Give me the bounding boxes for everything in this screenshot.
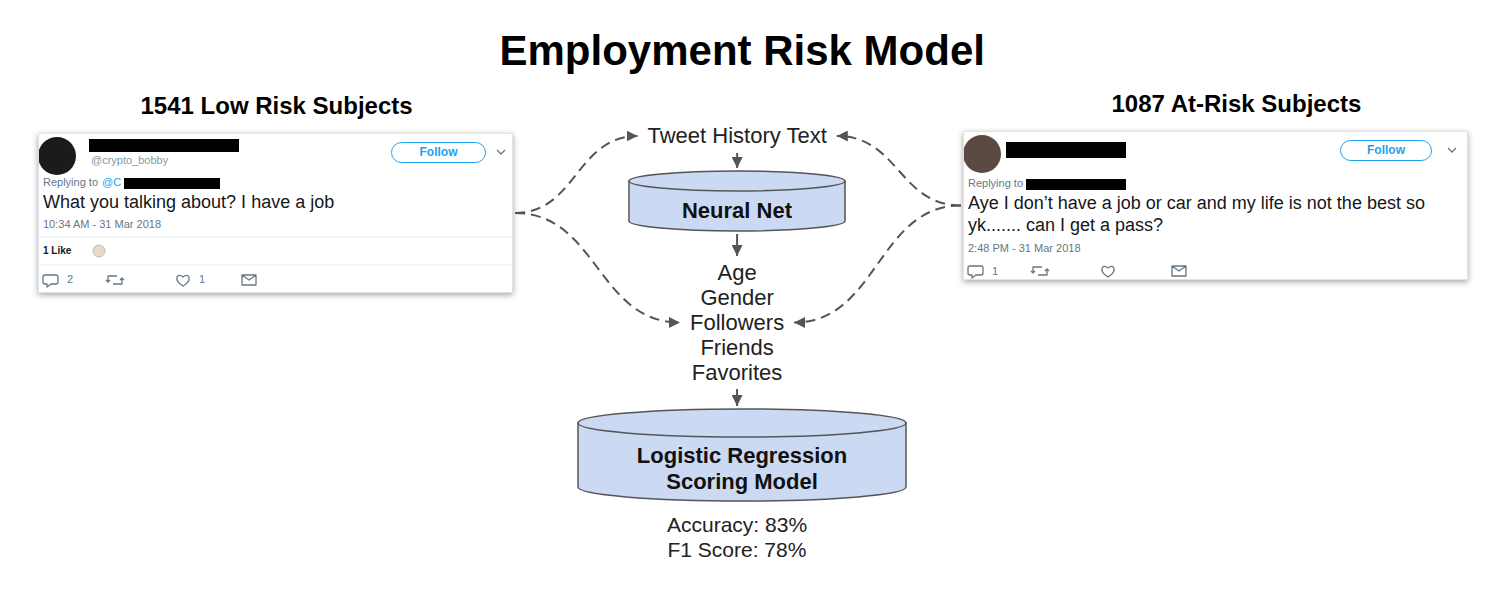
feature-name: Favorites — [690, 360, 784, 385]
like-count: 1 Like — [43, 245, 71, 257]
reply-icon — [968, 266, 983, 278]
button-label: Follow — [1367, 143, 1405, 157]
text-node: Tweet History Text — [644, 121, 831, 151]
tweet-card: 1087 At-Risk SubjectsReplying toAye I do… — [963, 131, 1468, 280]
feature-name: Age — [690, 260, 784, 285]
feature-name: Followers — [690, 310, 784, 335]
tweet-handle: @crypto_bobby — [91, 154, 168, 167]
mail-icon — [1172, 266, 1186, 276]
diagram-title: Employment Risk Model — [500, 26, 985, 76]
reply-count: 2 — [67, 273, 73, 286]
chevron-icon — [1448, 148, 1456, 152]
tweet-card: 1541 Low Risk Subjects@crypto_bobbyReply… — [38, 133, 513, 293]
text-node: AgeGenderFollowersFriendsFavorites — [686, 258, 788, 387]
group-heading: 1541 Low Risk Subjects — [141, 92, 413, 121]
follow-button: Follow — [391, 142, 486, 163]
group-heading: 1087 At-Risk Subjects — [1112, 90, 1362, 119]
button-label: Follow — [420, 145, 458, 159]
divider-line — [39, 237, 512, 238]
cylinder-top — [629, 171, 845, 191]
metric-label: Accuracy: 83% — [667, 512, 807, 537]
mail-icon — [242, 275, 256, 285]
liker-avatar — [93, 245, 105, 257]
model-label: Neural Net — [682, 198, 792, 224]
dashed-flow-arrow — [515, 136, 638, 213]
avatar — [39, 137, 76, 175]
flow-arrow — [736, 234, 738, 256]
model-label: Logistic Regression Scoring Model — [617, 443, 867, 495]
metric-label: F1 Score: 78% — [668, 537, 807, 562]
heart-icon — [177, 275, 189, 286]
chevron-icon — [497, 150, 505, 154]
tweet-timestamp: 2:48 PM - 31 Mar 2018 — [968, 242, 1081, 255]
flow-arrow — [736, 389, 738, 406]
reply-context: Replying to — [43, 176, 98, 189]
retweet-icon — [1031, 267, 1049, 275]
cylinder-top — [578, 409, 906, 437]
reply-handle: @C — [102, 176, 121, 189]
stage-label: Tweet History Text — [648, 123, 827, 149]
dashed-flow-arrow — [837, 136, 961, 206]
feature-name: Gender — [690, 285, 784, 310]
redaction-bar — [124, 178, 220, 189]
flow-arrow — [736, 153, 738, 168]
redaction-bar — [1026, 179, 1126, 190]
avatar — [964, 135, 1001, 173]
reply-icon — [43, 275, 58, 287]
redaction-bar — [89, 139, 239, 152]
divider-line — [39, 265, 512, 266]
dashed-flow-arrow — [515, 213, 680, 323]
tweet-text: What you talking about? I have a job — [43, 192, 334, 214]
tweet-text: Aye I don’t have a job or car and my lif… — [968, 192, 1448, 236]
heart-icon — [1102, 266, 1114, 277]
favorite-count: 1 — [199, 273, 205, 286]
reply-context: Replying to — [968, 177, 1023, 190]
model-cylinder: Neural Net — [628, 170, 846, 232]
follow-button: Follow — [1340, 140, 1432, 161]
retweet-icon — [106, 276, 124, 284]
feature-name: Friends — [690, 335, 784, 360]
reply-count: 1 — [992, 265, 998, 278]
tweet-timestamp: 10:34 AM - 31 Mar 2018 — [43, 218, 161, 231]
redaction-bar — [1006, 142, 1126, 158]
model-cylinder: Logistic Regression Scoring Model — [577, 408, 907, 502]
